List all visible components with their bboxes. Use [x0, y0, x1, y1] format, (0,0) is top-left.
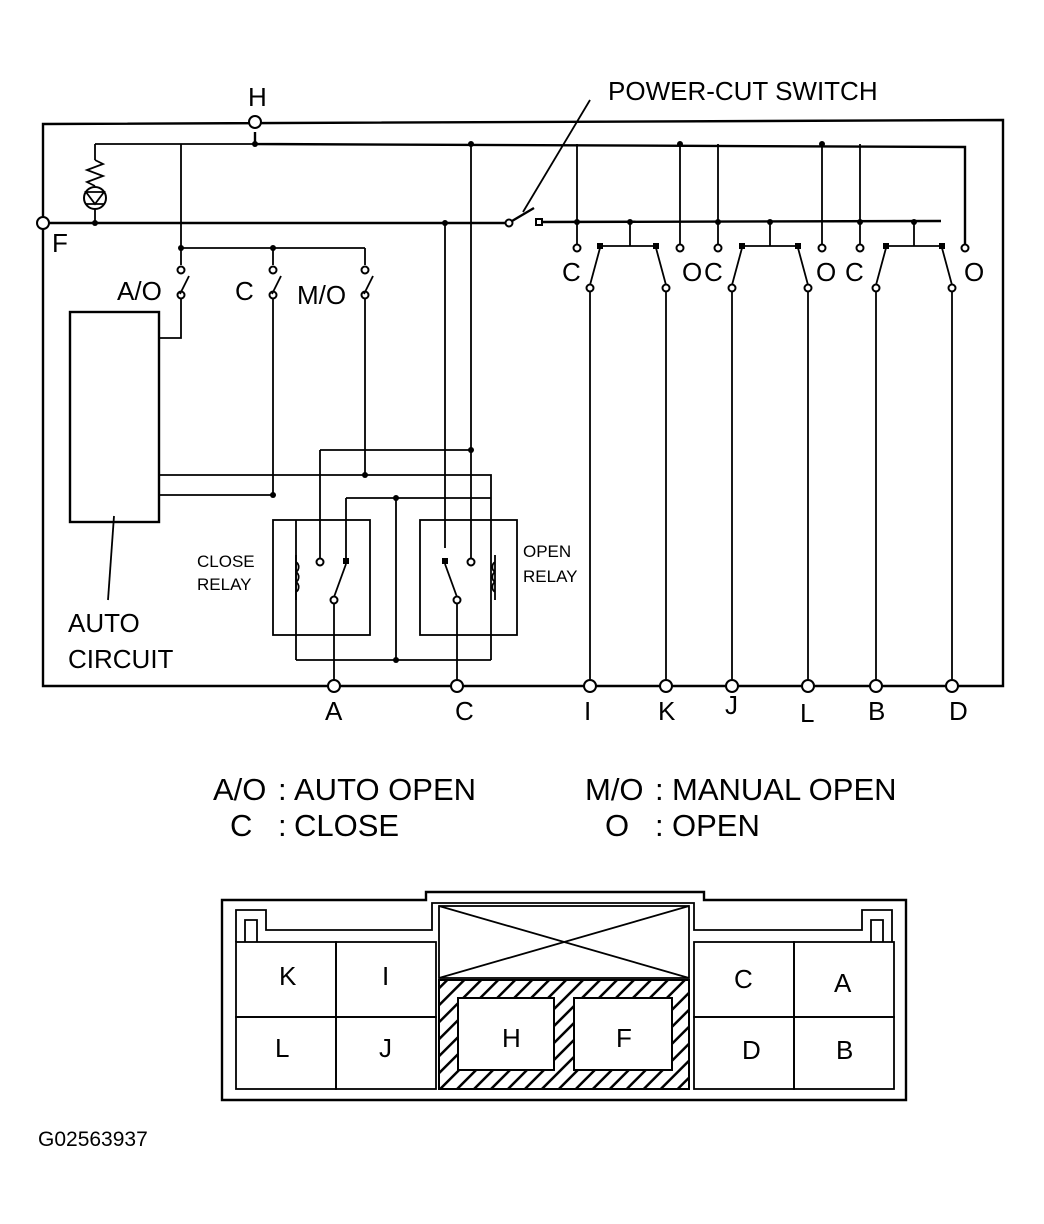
- auto-circuit-label-line1: AUTO: [68, 608, 140, 638]
- close-relay-label-line2: RELAY: [197, 575, 252, 594]
- switch-close: [268, 265, 282, 300]
- open-relay-label-line1: OPEN: [523, 542, 571, 561]
- terminal-d: [945, 679, 959, 693]
- close-relay-coil: [295, 555, 300, 600]
- auto-circuit-leader: [107, 515, 115, 601]
- legend-meaning-close: CLOSE: [294, 808, 399, 843]
- h-bus-wire: [253, 132, 967, 247]
- pin-label-k: K: [279, 961, 297, 991]
- terminal-label-k: K: [658, 696, 676, 726]
- connector-housing: [220, 890, 908, 1102]
- pin-label-a: A: [834, 968, 852, 998]
- legend-sep-manual-open: :: [655, 772, 664, 807]
- passenger-switch-group-2: [713, 222, 827, 680]
- close-switch-label: C: [235, 276, 254, 306]
- bottom-terminals: [327, 679, 959, 693]
- pin-label-f: F: [616, 1023, 632, 1053]
- resistor-symbol: [84, 159, 106, 187]
- passenger-open-label-3: O: [964, 257, 984, 287]
- terminal-j: [725, 679, 739, 693]
- passenger-switch-group-3: [855, 222, 970, 680]
- auto-circuit-block: [68, 310, 161, 524]
- connector-pin-grid: [235, 941, 895, 1090]
- auto-open-switch-label: A/O: [117, 276, 162, 306]
- passenger-close-label-1: C: [562, 257, 581, 287]
- passenger-close-label-3: C: [845, 257, 864, 287]
- illumination-lamp-icon: [83, 186, 107, 210]
- legend-abbr-manual-open: M/O: [585, 772, 644, 807]
- passenger-open-label-2: O: [816, 257, 836, 287]
- terminal-label-l: L: [800, 698, 814, 728]
- terminal-label-c: C: [455, 696, 474, 726]
- terminal-label-a: A: [325, 696, 343, 726]
- connector-face: K I C A L J D B H F: [220, 890, 908, 1102]
- terminal-label-j: J: [725, 690, 738, 720]
- terminal-label-i: I: [584, 696, 591, 726]
- terminal-k: [659, 679, 673, 693]
- terminal-h: [248, 115, 262, 129]
- legend-abbr-auto-open: A/O: [213, 772, 266, 807]
- blank-cavity: [438, 905, 690, 979]
- terminal-c: [450, 679, 464, 693]
- figure-code: G02563937: [38, 1128, 148, 1151]
- legend-sep-close: :: [278, 808, 287, 843]
- open-relay-coil: [491, 555, 496, 600]
- pin-label-h: H: [502, 1023, 521, 1053]
- switch-manual-open: [360, 265, 374, 300]
- terminal-i: [583, 679, 597, 693]
- legend-meaning-auto-open: AUTO OPEN: [294, 772, 476, 807]
- terminal-b: [869, 679, 883, 693]
- terminal-a: [327, 679, 341, 693]
- close-relay-box: [272, 519, 371, 636]
- node-h-label: H: [248, 82, 267, 112]
- close-relay-label-line1: CLOSE: [197, 552, 255, 571]
- power-cut-switch-label: POWER-CUT SWITCH: [608, 76, 878, 106]
- pin-label-i: I: [382, 961, 389, 991]
- terminal-label-d: D: [949, 696, 968, 726]
- junction-dots: [92, 141, 917, 663]
- legend-meaning-manual-open: MANUAL OPEN: [672, 772, 897, 807]
- pin-label-c: C: [734, 964, 753, 994]
- switch-auto-open: [176, 265, 190, 300]
- pin-cell-h: [457, 997, 555, 1071]
- open-relay-label-line2: RELAY: [523, 567, 578, 586]
- passenger-open-label-1: O: [682, 257, 702, 287]
- legend-sep-auto-open: :: [278, 772, 287, 807]
- power-cut-leader: [522, 99, 591, 213]
- legend: A/O : AUTO OPEN C : CLOSE M/O : MANUAL O…: [213, 772, 897, 843]
- legend-sep-open: :: [655, 808, 664, 843]
- terminal-label-b: B: [868, 696, 885, 726]
- pin-label-b: B: [836, 1035, 853, 1065]
- pin-label-j: J: [379, 1033, 392, 1063]
- power-cut-switch-blade: [511, 206, 535, 223]
- legend-abbr-close: C: [230, 808, 252, 843]
- manual-open-switch-label: M/O: [297, 280, 346, 310]
- passenger-close-label-2: C: [704, 257, 723, 287]
- terminal-l: [801, 679, 815, 693]
- open-relay-box: [419, 519, 518, 636]
- node-f-label: F: [52, 228, 68, 258]
- pin-label-l: L: [275, 1033, 289, 1063]
- close-relay-contact: [333, 563, 347, 598]
- auto-circuit-label-line2: CIRCUIT: [68, 644, 174, 674]
- open-relay-contact: [444, 563, 458, 598]
- circuit: POWER-CUT SWITCH H F A/O C M/O AUTO CIRC…: [36, 76, 1005, 728]
- pin-label-d: D: [742, 1035, 761, 1065]
- legend-meaning-open: OPEN: [672, 808, 760, 843]
- legend-abbr-open: O: [605, 808, 629, 843]
- terminal-f: [36, 216, 50, 230]
- outer-frame-wire: [41, 118, 1005, 688]
- passenger-switch-group-1: [572, 222, 685, 680]
- pin-cell-f: [573, 997, 673, 1071]
